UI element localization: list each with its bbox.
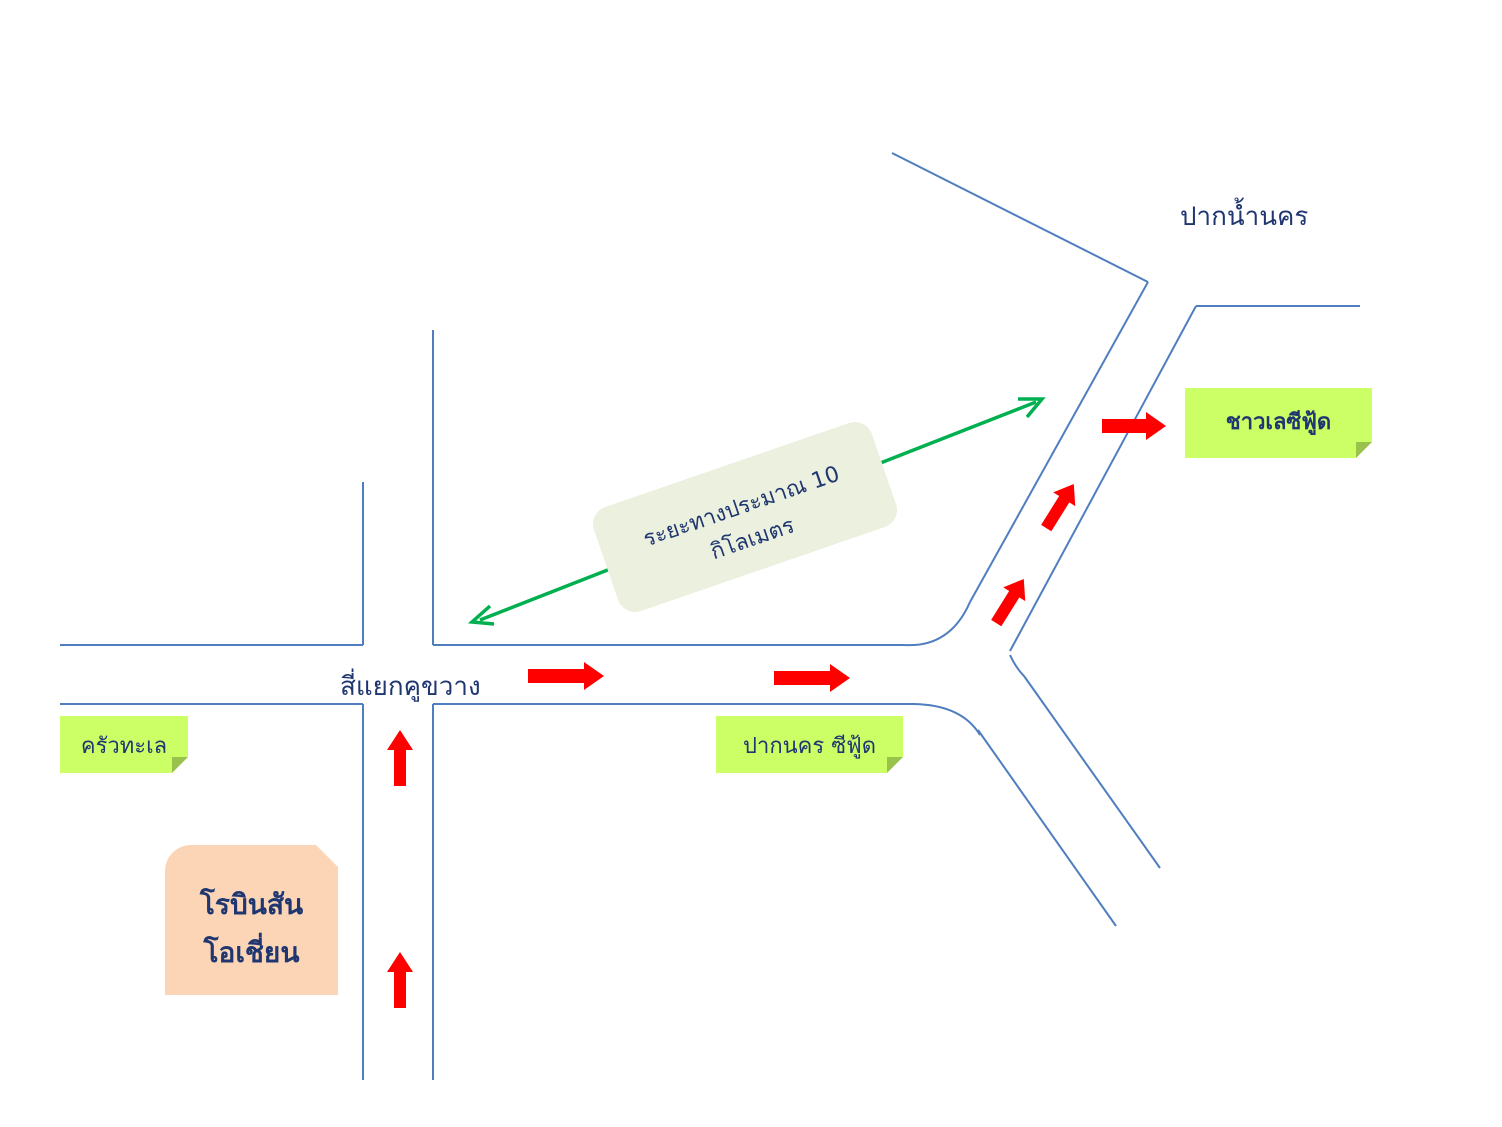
note-text: ชาวเลซีฟู้ด (1225, 410, 1332, 435)
landmark-line1: โรบินสัน (199, 888, 304, 921)
route-arrow (387, 730, 413, 786)
route-arrow (991, 578, 1026, 627)
label-intersection: สี่แยกคูขวาง (340, 672, 481, 702)
note-chao-sea-food: ชาวเลซีฟู้ด (1185, 388, 1372, 458)
landmark-robinson-ocean: โรบินสัน โอเชี่ยน (165, 845, 338, 995)
road-edge (977, 729, 1117, 927)
note-krua-thale: ครัวทะเล (60, 716, 188, 773)
road-curve (903, 601, 971, 647)
route-arrow (528, 662, 604, 690)
label-pak-nam-nakhon: ปากน้ำนคร (1180, 202, 1309, 232)
road-curve (913, 703, 981, 736)
landmark-line2: โอเชี่ยน (203, 936, 300, 969)
road-edge (969, 281, 1149, 603)
note-text: ครัวทะเล (80, 734, 168, 759)
note-fold (1356, 442, 1372, 458)
distance-arrow-head-right (1018, 397, 1046, 419)
note-pak-nakhon-seafood: ปากนคร ซีฟู้ด (716, 716, 903, 773)
distance-arrow-head-left (467, 604, 495, 626)
road-edge (1009, 305, 1197, 652)
route-arrow (774, 664, 850, 692)
route-arrow (1041, 483, 1076, 532)
note-fold (887, 757, 903, 773)
road-edge (1023, 675, 1161, 869)
route-arrow (1102, 412, 1166, 440)
note-text: ปากนคร ซีฟู้ด (743, 734, 876, 759)
route-arrow (387, 952, 413, 1008)
note-fold (172, 757, 188, 773)
road-edge (891, 152, 1149, 283)
road-curve (1009, 654, 1025, 677)
landmark-corner (316, 845, 338, 867)
